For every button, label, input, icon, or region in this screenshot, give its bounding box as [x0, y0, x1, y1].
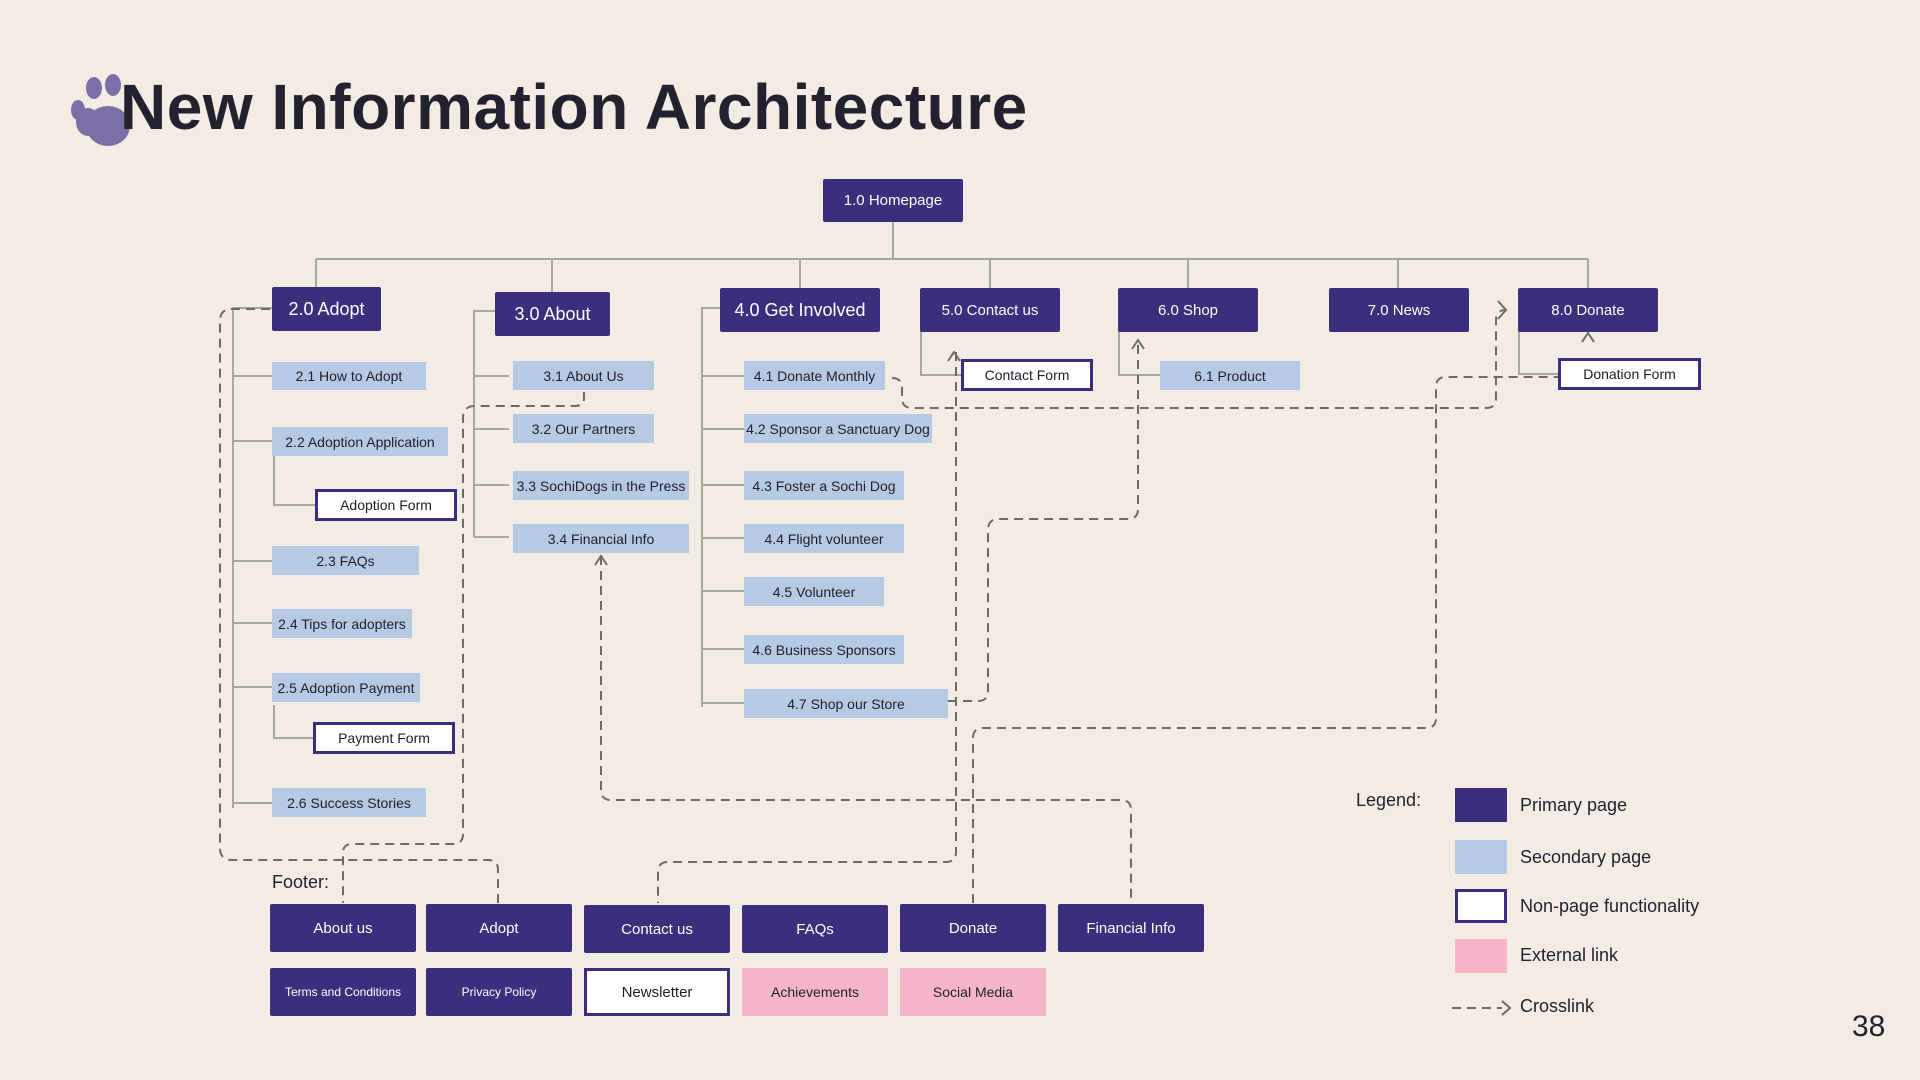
node-2-3: 2.3 FAQs	[272, 546, 419, 575]
legend-swatch-external	[1455, 939, 1507, 973]
page-number: 38	[1852, 1010, 1886, 1043]
node-news: 7.0 News	[1329, 288, 1469, 332]
node-contact-us: 5.0 Contact us	[920, 288, 1060, 332]
footer-adopt: Adopt	[426, 904, 572, 952]
node-2-5: 2.5 Adoption Payment	[272, 673, 420, 702]
node-4-3: 4.3 Foster a Sochi Dog	[744, 471, 904, 500]
legend-swatch-primary	[1455, 788, 1507, 822]
footer-contact-us: Contact us	[584, 905, 730, 953]
node-6-1: 6.1 Product	[1160, 361, 1300, 390]
node-2-2: 2.2 Adoption Application	[272, 427, 448, 456]
footer-faqs: FAQs	[742, 905, 888, 953]
footer-label: Footer:	[272, 872, 330, 892]
legend-label-primary: Primary page	[1520, 795, 1628, 815]
node-get-involved: 4.0 Get Involved	[720, 288, 880, 332]
node-donate: 8.0 Donate	[1518, 288, 1658, 332]
node-payment-form: Payment Form	[313, 722, 455, 754]
paw-logo-icon	[71, 74, 130, 146]
legend-label-crosslink: Crosslink	[1520, 996, 1595, 1016]
legend-label-nonpage: Non-page functionality	[1520, 896, 1700, 916]
footer-terms: Terms and Conditions	[270, 968, 416, 1016]
node-4-1: 4.1 Donate Monthly	[744, 361, 885, 390]
node-3-2: 3.2 Our Partners	[513, 414, 654, 443]
footer-about-us: About us	[270, 904, 416, 952]
node-shop: 6.0 Shop	[1118, 288, 1258, 332]
node-3-3: 3.3 SochiDogs in the Press	[513, 471, 689, 500]
node-4-2: 4.2 Sponsor a Sanctuary Dog	[744, 414, 932, 443]
node-about: 3.0 About	[495, 292, 610, 336]
node-3-1: 3.1 About Us	[513, 361, 654, 390]
legend-label-external: External link	[1520, 945, 1619, 965]
node-adopt: 2.0 Adopt	[272, 287, 381, 331]
footer-privacy: Privacy Policy	[426, 968, 572, 1016]
footer-achievements: Achievements	[742, 968, 888, 1016]
node-donation-form: Donation Form	[1558, 358, 1701, 390]
legend-swatch-secondary	[1455, 840, 1507, 874]
footer-social-media: Social Media	[900, 968, 1046, 1016]
footer-newsletter: Newsletter	[584, 968, 730, 1016]
node-4-6: 4.6 Business Sponsors	[744, 635, 904, 664]
node-4-7: 4.7 Shop our Store	[744, 689, 948, 718]
node-2-6: 2.6 Success Stories	[272, 788, 426, 817]
legend-swatch-nonpage	[1455, 889, 1507, 923]
node-adoption-form: Adoption Form	[315, 489, 457, 521]
node-2-1: 2.1 How to Adopt	[272, 362, 426, 390]
node-3-4: 3.4 Financial Info	[513, 524, 689, 553]
page-title: New Information Architecture	[120, 71, 1028, 143]
node-homepage: 1.0 Homepage	[823, 179, 963, 222]
footer-financial-info: Financial Info	[1058, 904, 1204, 952]
footer-donate: Donate	[900, 904, 1046, 952]
node-contact-form: Contact Form	[961, 359, 1093, 391]
node-4-5: 4.5 Volunteer	[744, 577, 884, 606]
node-2-4: 2.4 Tips for adopters	[272, 609, 412, 638]
legend-title: Legend:	[1356, 790, 1422, 810]
node-4-4: 4.4 Flight volunteer	[744, 524, 904, 553]
legend-label-secondary: Secondary page	[1520, 847, 1652, 867]
